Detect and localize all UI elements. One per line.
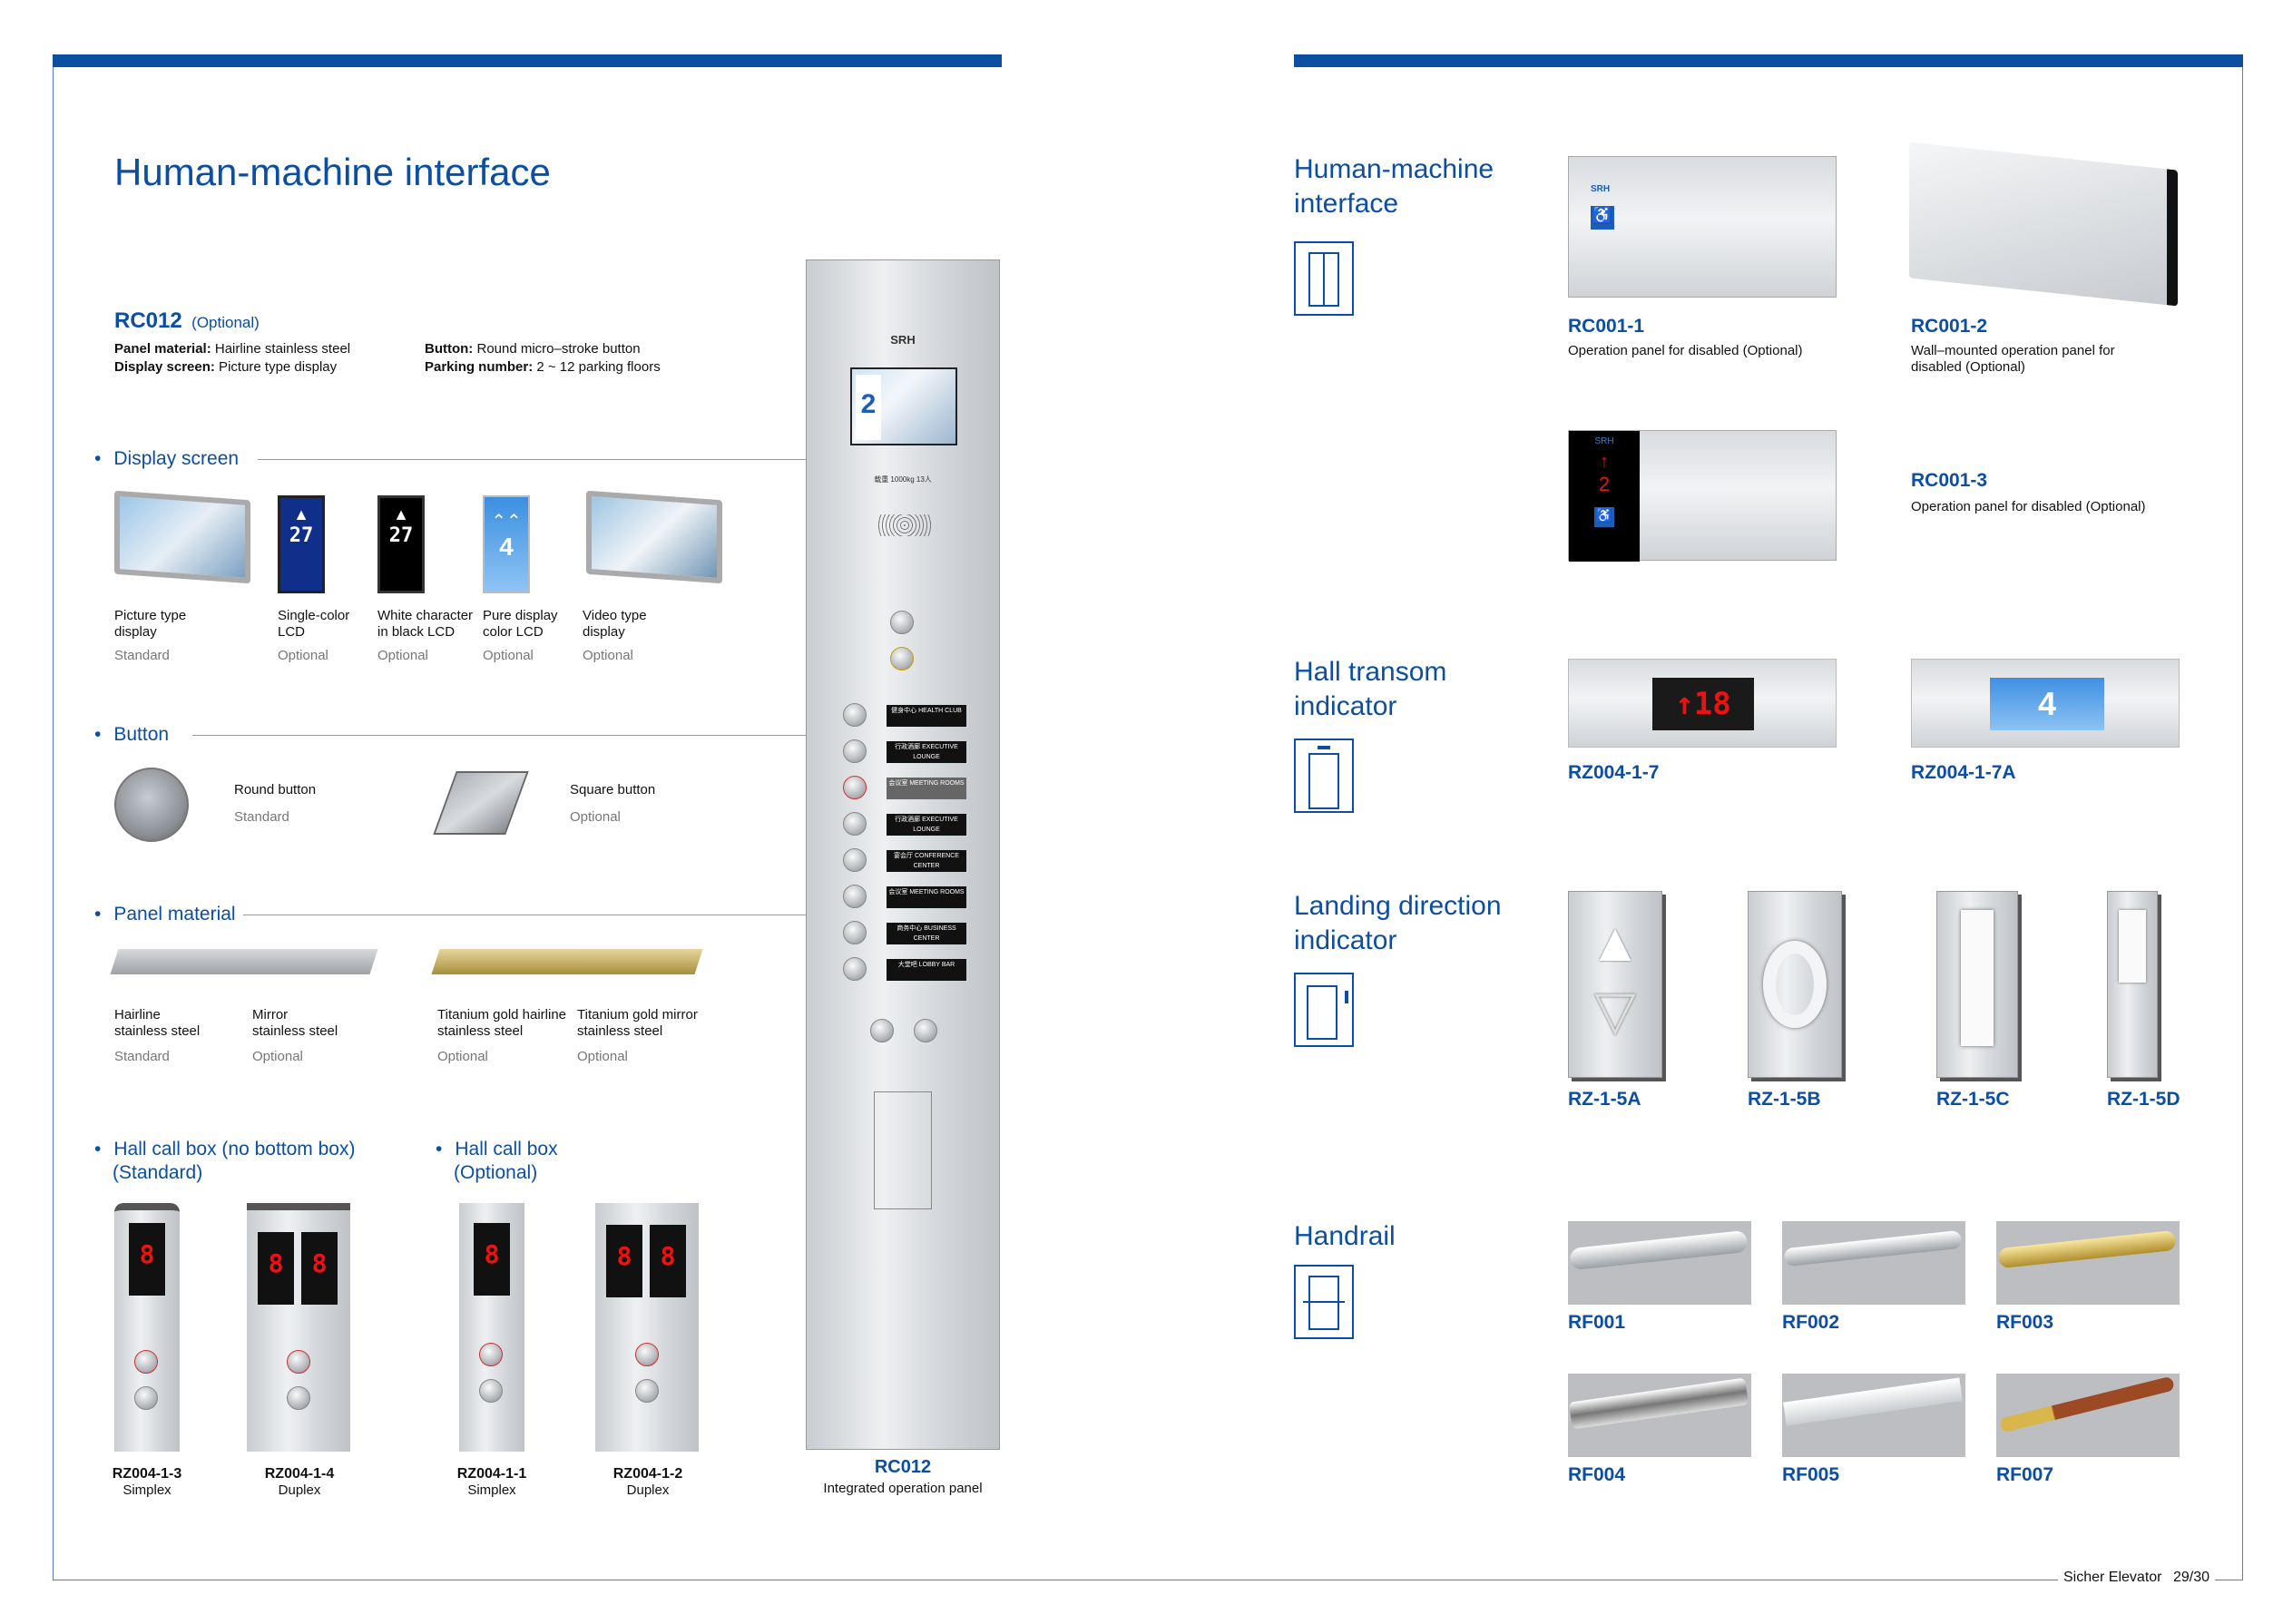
rz-1-5d-code: RZ-1-5D <box>2107 1089 2180 1110</box>
rc001-1-desc: Operation panel for disabled (Optional) <box>1568 343 1803 358</box>
panel-speaker <box>877 514 932 536</box>
spec-panel-material: Panel material: Hairline stainless steel <box>114 341 351 357</box>
wheelchair-icon: ♿ <box>1591 206 1614 230</box>
panel-display: 2 <box>850 367 957 445</box>
top-bar-right <box>1294 54 2243 67</box>
spec-parking-number: Parking number: 2 ~ 12 parking floors <box>425 359 661 375</box>
door-icon-transom <box>1294 739 1354 813</box>
footer-brand: Sicher Elevator <box>2063 1570 2162 1585</box>
rz-1-5d-image <box>2107 891 2158 1078</box>
rc001-3-code: RC001-3 <box>1911 470 1988 491</box>
rc001-3-image: SRH ↑2 ♿ <box>1568 430 1837 562</box>
model-heading: RC012 (Optional) <box>114 308 260 334</box>
display-section-heading: Display screen <box>94 448 239 470</box>
rf003-image <box>1996 1221 2180 1305</box>
rf004-code: RF004 <box>1568 1464 1626 1485</box>
rf007-code: RF007 <box>1996 1464 2054 1485</box>
pure-color-lcd-image: ⌃⌃4 <box>483 495 530 593</box>
picture-display-image <box>114 490 250 584</box>
rf002-code: RF002 <box>1782 1312 1840 1333</box>
rz-1-5c-code: RZ-1-5C <box>1936 1089 2010 1110</box>
rz-1-5b-image <box>1748 891 1842 1078</box>
rf003-code: RF003 <box>1996 1312 2054 1333</box>
rc001-3-desc: Operation panel for disabled (Optional) <box>1911 499 2146 514</box>
rf002-image <box>1782 1221 1965 1305</box>
round-button-image <box>114 768 189 842</box>
display-leader-line <box>258 459 884 460</box>
gold-material-swatch <box>431 949 703 974</box>
rz-1-5b-code: RZ-1-5B <box>1748 1089 1821 1110</box>
button-section-heading: Button <box>94 724 169 746</box>
white-black-lcd-image: ▲27 <box>377 495 425 593</box>
spec-button: Button: Round micro–stroke button <box>425 341 641 357</box>
rc001-2-image <box>1909 142 2178 307</box>
single-color-lcd-image: ▲27 <box>278 495 325 593</box>
rc012-caption: Integrated operation panel <box>823 1481 983 1496</box>
rz004-1-7a-code: RZ004-1-7A <box>1911 762 2016 783</box>
rf005-image <box>1782 1374 1965 1457</box>
rc001-1-image: SRH ♿ <box>1568 156 1837 298</box>
rf004-image <box>1568 1374 1751 1457</box>
rz-1-5a-image: ▲ ▽ <box>1568 891 1662 1078</box>
model-note: (Optional) <box>191 314 260 331</box>
handrail-section-title: Handrail <box>1294 1221 1396 1251</box>
rz-1-5c-image <box>1936 891 2018 1078</box>
material-section-heading: Panel material <box>94 904 235 925</box>
rz004-1-7-image: ↑18 <box>1568 659 1837 748</box>
rc012-panel-image: SRH 2 载重 1000kg 13人 健身中心 HEALTH CLUB 行政酒… <box>806 259 1000 1450</box>
left-title: Human-machine interface <box>114 151 551 193</box>
spec-display-screen: Display screen: Picture type display <box>114 359 338 375</box>
rf007-image <box>1996 1374 2180 1457</box>
door-icon-hmi <box>1294 241 1354 316</box>
page-frame <box>53 54 2243 1580</box>
video-display-image <box>586 490 722 584</box>
panel-brand: SRH <box>890 333 916 347</box>
panel-capacity: 载重 1000kg 13人 <box>874 475 932 484</box>
button-leader-line <box>192 735 884 736</box>
footer: Sicher Elevator 29/30 <box>2058 1570 2215 1586</box>
hallbox-4-image: 8 8 <box>595 1203 699 1452</box>
rz-1-5a-code: RZ-1-5A <box>1568 1089 1641 1110</box>
rz004-1-7-code: RZ004-1-7 <box>1568 762 1660 783</box>
rf001-code: RF001 <box>1568 1312 1626 1333</box>
rc001-2-code: RC001-2 <box>1911 316 1988 337</box>
door-icon-handrail <box>1294 1265 1354 1339</box>
top-bar-left <box>53 54 1002 67</box>
door-icon-landing <box>1294 973 1354 1047</box>
steel-material-swatch <box>110 949 378 974</box>
hallbox-2-image: 8 8 <box>247 1203 350 1452</box>
rf001-image <box>1568 1221 1751 1305</box>
rf005-code: RF005 <box>1782 1464 1840 1485</box>
panel-service-box <box>874 1091 932 1209</box>
rc012-code: RC012 <box>874 1457 932 1477</box>
rc001-1-code: RC001-1 <box>1568 316 1645 337</box>
hallbox-3-image: 8 <box>459 1203 524 1452</box>
rz004-1-7a-image: 4 <box>1911 659 2180 748</box>
hallcall-optional-heading: Hall call box(Optional) <box>436 1138 558 1185</box>
hallcall-standard-heading: Hall call box (no bottom box)(Standard) <box>94 1138 355 1185</box>
footer-page: 29/30 <box>2172 1570 2210 1585</box>
hallbox-1-image: 8 <box>114 1203 180 1452</box>
model-code: RC012 <box>114 308 182 333</box>
